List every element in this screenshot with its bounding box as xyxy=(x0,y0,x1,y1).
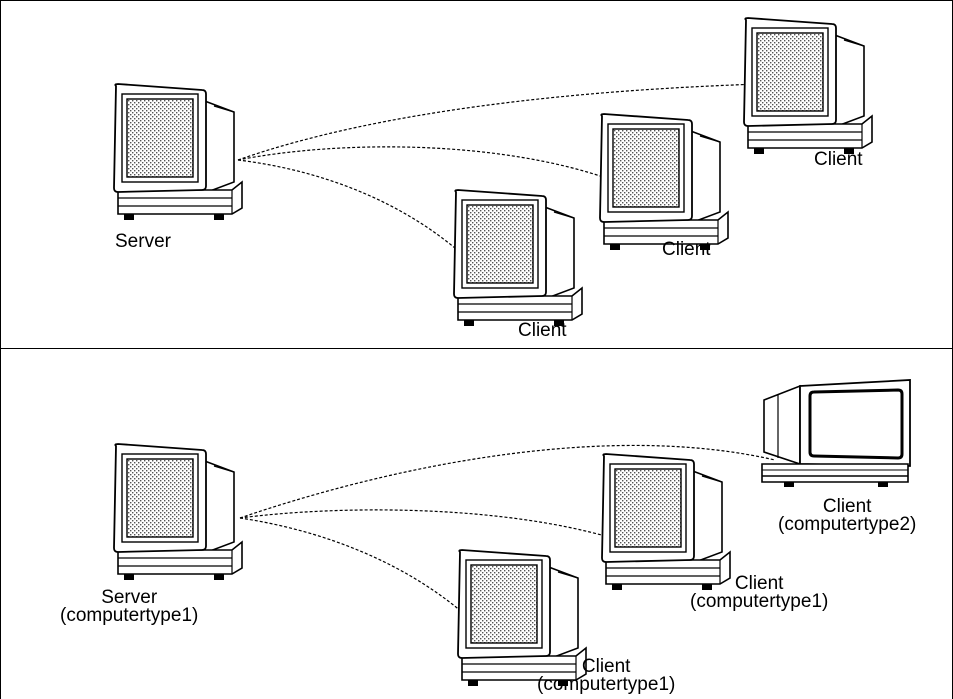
bottom-connection-lines xyxy=(239,444,776,613)
client-type: (computertype1) xyxy=(537,674,676,695)
client-label: Client xyxy=(662,239,711,260)
client-label: Client (computertype1) xyxy=(690,573,829,612)
server-type: (computertype1) xyxy=(60,605,199,626)
server-name: Server xyxy=(101,587,158,608)
client-label: Client (computertype1) xyxy=(537,656,676,695)
server-label: Server xyxy=(115,231,171,252)
client-flat-computer-icon xyxy=(760,378,912,489)
top-connection-lines xyxy=(237,83,761,255)
server-computer-icon xyxy=(113,83,243,221)
client-type: (computertype1) xyxy=(690,591,829,612)
client-computer-icon xyxy=(599,113,729,251)
client-computer-icon xyxy=(743,17,873,155)
server-label: Server (computertype1) xyxy=(60,587,199,626)
client-computer-icon xyxy=(453,189,583,327)
client-label: Client (computertype2) xyxy=(778,496,917,535)
client-name: Client xyxy=(822,496,872,517)
client-computer-icon xyxy=(601,453,731,591)
client-label: Client xyxy=(814,149,863,170)
client-name: Client xyxy=(734,573,784,594)
client-label: Client xyxy=(518,320,567,341)
client-name: Client xyxy=(581,656,631,677)
server-computer-icon xyxy=(113,443,243,581)
client-type: (computertype2) xyxy=(778,514,917,535)
